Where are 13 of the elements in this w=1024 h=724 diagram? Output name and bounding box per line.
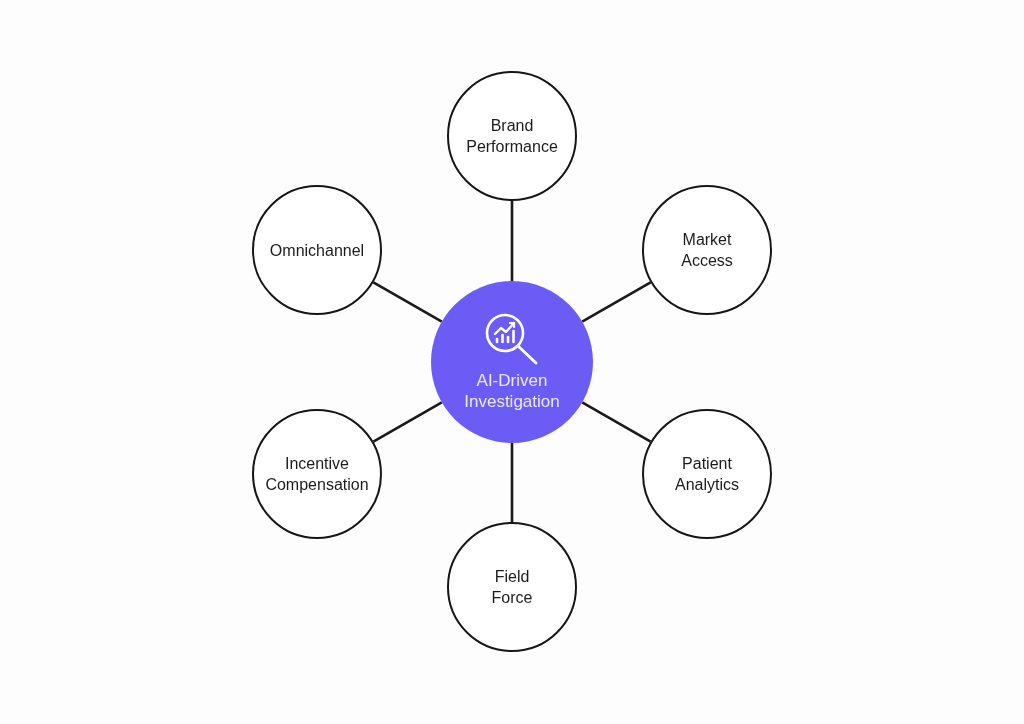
node-label: Brand Performance — [465, 116, 559, 157]
connector-line — [581, 401, 652, 443]
node-label: Market Access — [680, 230, 734, 271]
connector-line — [510, 443, 514, 522]
node-label: Incentive Compensation — [264, 454, 370, 495]
node-label: Field Force — [490, 567, 534, 608]
connector-line — [510, 201, 514, 281]
connector-line — [372, 401, 443, 443]
node-label: Patient Analytics — [674, 454, 740, 495]
connector-line — [581, 281, 652, 323]
connector-line — [372, 281, 443, 323]
node-label: Omnichannel — [269, 240, 365, 261]
node-label: AI-Driven Investigation — [463, 370, 561, 412]
